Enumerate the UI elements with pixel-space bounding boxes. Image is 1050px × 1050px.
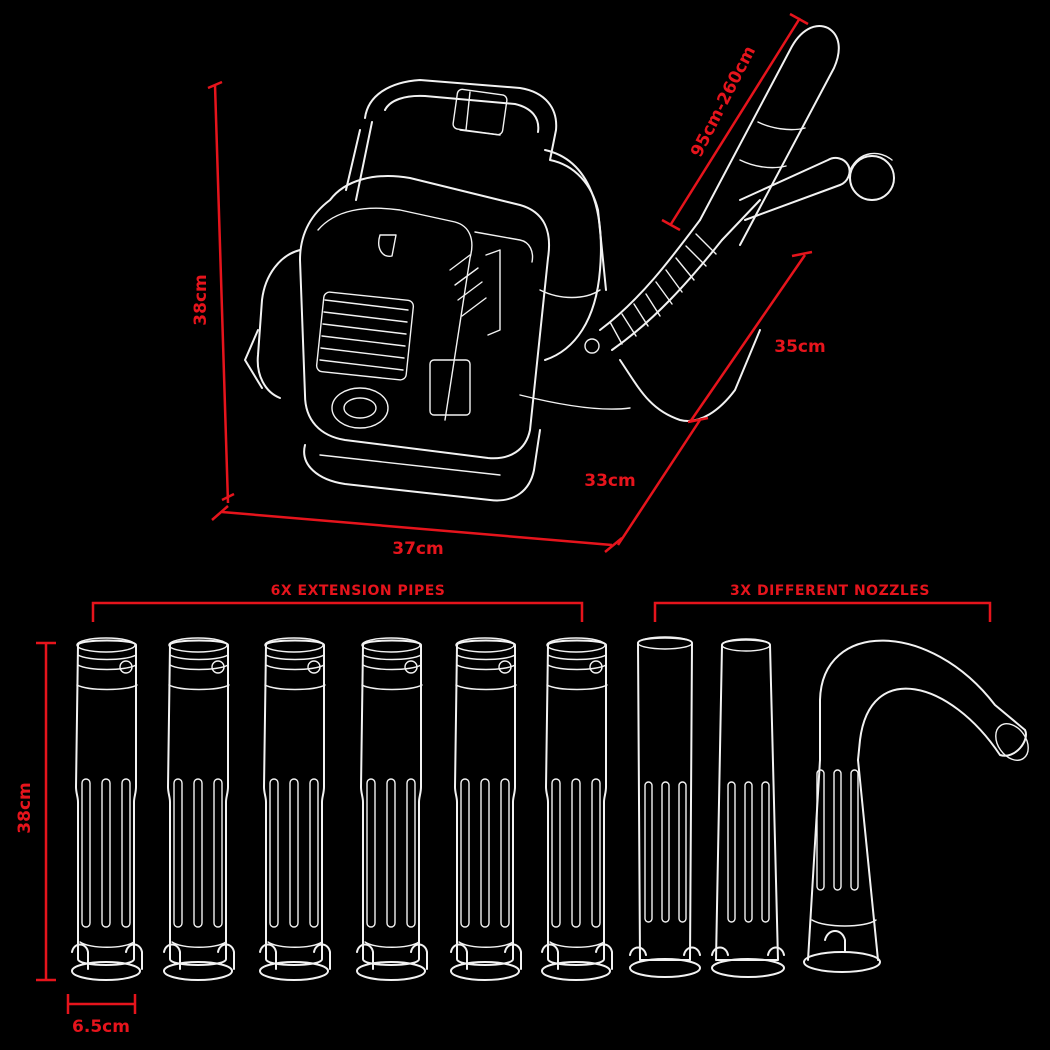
width-label: 37cm — [392, 539, 443, 559]
extension-pipe-6 — [541, 637, 613, 981]
extension-pipe-3 — [259, 637, 331, 981]
nozzles-group-bracket — [653, 601, 992, 622]
tube-range-label: 95cm-260cm — [687, 43, 760, 161]
straight-nozzle-1 — [629, 636, 701, 978]
extension-pipe-1 — [71, 637, 143, 981]
engine-vent-grille — [315, 291, 415, 381]
pipe-dimension-lines — [36, 641, 137, 1014]
pipes-group-bracket — [91, 601, 584, 622]
pipe-diameter-label: 6.5cm — [72, 1017, 130, 1037]
nozzles-group-title: 3X DIFFERENT NOZZLES — [730, 583, 930, 599]
straight-nozzle-2 — [711, 638, 785, 978]
backpack-blower-drawing — [244, 25, 895, 502]
extension-pipe-2 — [163, 637, 235, 981]
blower-dimension-lines — [207, 12, 813, 553]
height-label: 38cm — [191, 274, 211, 325]
curved-nozzle — [803, 639, 1029, 973]
extension-pipe-4 — [356, 637, 428, 981]
hose-length-label: 35cm — [774, 337, 825, 357]
pipe-length-label: 38cm — [15, 782, 35, 833]
pipes-group-title: 6X EXTENSION PIPES — [271, 583, 446, 599]
blower-tube — [519, 25, 895, 422]
extension-pipe-5 — [450, 637, 522, 981]
depth-label: 33cm — [584, 471, 635, 491]
